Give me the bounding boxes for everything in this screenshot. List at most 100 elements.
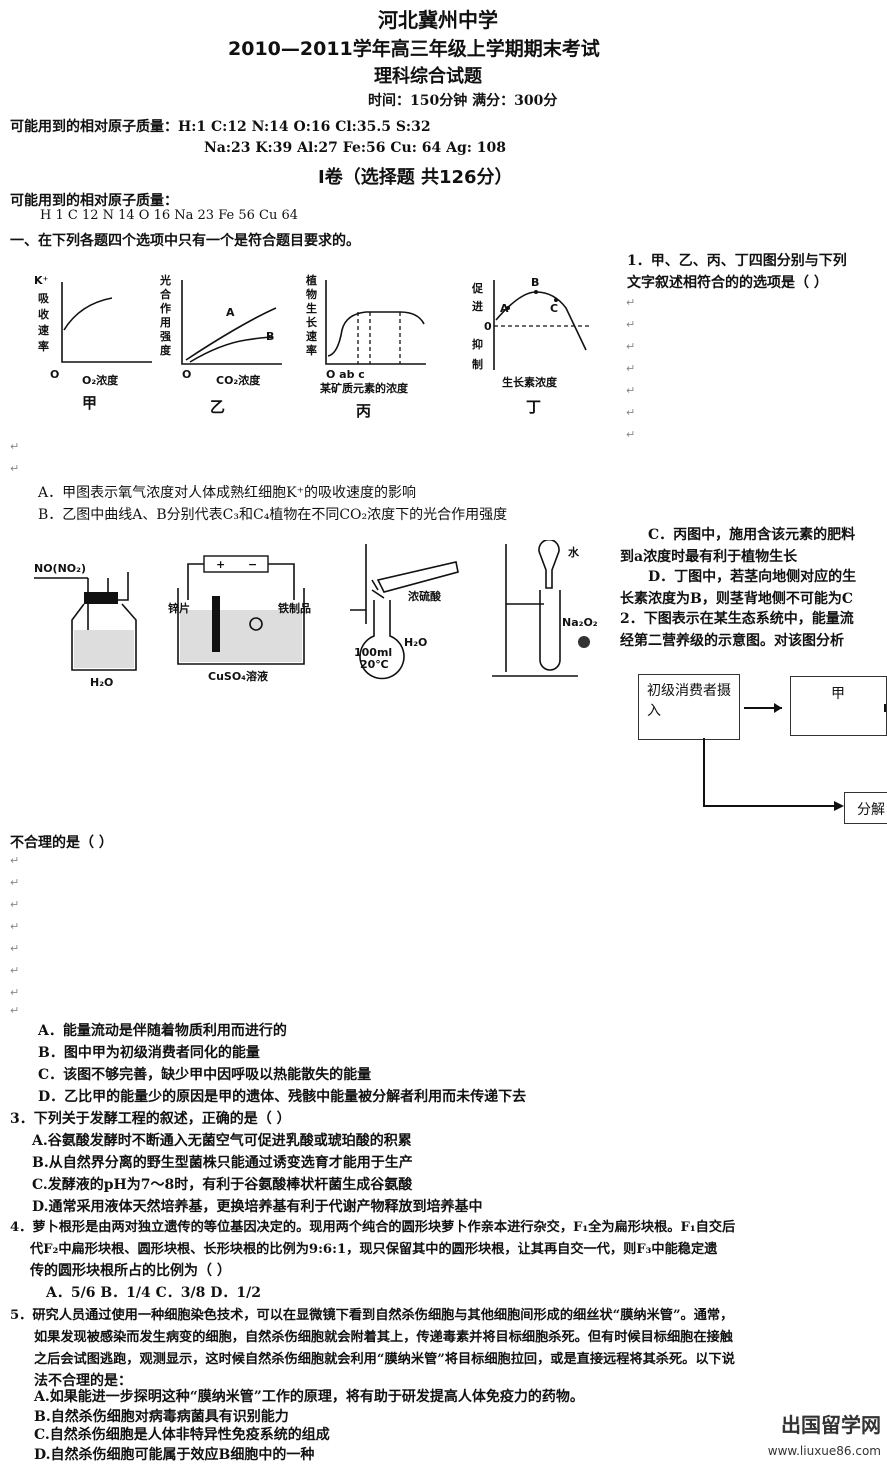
diagram-box-decomposer: 分解 [844, 792, 887, 824]
apparatus-1-stopper [84, 592, 118, 604]
apparatus-4-tube [539, 590, 561, 671]
graph-bing-ticks: O ab c [326, 368, 365, 381]
graph-ding-curve [495, 291, 587, 351]
diagram-arrows [703, 703, 886, 811]
arrow-to-decomposer [703, 738, 836, 807]
graph-ding-ylabel-top-0: 促 [471, 281, 484, 295]
q2-option-c: C．该图不够完善，缺少甲中因呼吸以热能散失的能量 [38, 1067, 372, 1083]
apparatus-1-bottle [71, 603, 137, 671]
return-mark: ↵ [10, 920, 20, 933]
apparatus-electroplating: + − 锌片 铁制品 CuSO₄溶液 [168, 555, 311, 683]
q2-option-d: D．乙比甲的能量少的原因是甲的遗体、残骸中能量被分解者利用而未传递下去 [38, 1089, 527, 1105]
q3-option-d: D.通常采用液体天然培养基，更换培养基有利于代谢产物释放到培养基中 [32, 1199, 483, 1215]
apparatus-2-battery [203, 555, 269, 573]
q2-stem-line1: 2．下图表示在某生态系统中，能量流 [620, 611, 854, 627]
watermark-logo: 出国留学网 [781, 1413, 881, 1437]
q4-stem-line3: 传的圆形块根所占的比例为（ ） [30, 1263, 231, 1279]
graph-ding-ylabel-bottom-0: 抑 [472, 337, 483, 351]
graph-ding-name: 丁 [526, 398, 541, 416]
graph-bing: 植 物 生 长 速 率 O ab c 某矿质元素的浓度 丙 [305, 273, 426, 420]
q5-option-b: B.自然杀伤细胞对病毒病菌具有识别能力 [34, 1409, 289, 1425]
graph-bing-ylabel-3: 长 [306, 315, 318, 329]
apparatus-2-zinc [212, 596, 220, 652]
apparatus-1-water: H₂O [90, 676, 113, 689]
exam-title: 2010—2011学年高三年级上学期期末考试 [228, 38, 600, 60]
diagram-box-intake: 初级消费者摄入 [638, 674, 740, 740]
q4-options: A．5/6 B．1/4 C．3/8 D．1/2 [46, 1285, 261, 1301]
part1-title: 一、在下列各题四个选项中只有一个是符合题目要求的。 [10, 233, 360, 249]
q5-stem-line2: 如果发现被感染而发生病变的细胞，自然杀伤细胞就会附着其上，传递毒素并将目标细胞杀… [34, 1330, 733, 1345]
q3-stem: 3．下列关于发酵工程的叙述，正确的是（ ） [10, 1111, 291, 1127]
q4-stem-line2: 代F₂中扁形块根、圆形块根、长形块根的比例为9:6:1，现只保留其中的圆形块根，… [30, 1242, 718, 1257]
return-mark: ↵ [10, 942, 20, 955]
q1-option-c-line1: C．丙图中，施用含该元素的肥料 [648, 527, 856, 543]
q1-option-a: A．甲图表示氧气浓度对人体成熟红细胞K⁺的吸收速度的影响 [38, 485, 416, 501]
q2-option-a: A．能量流动是伴随着物质利用而进行的 [38, 1023, 287, 1039]
apparatus-3-volumetric [359, 600, 405, 680]
return-mark: ↵ [10, 986, 20, 999]
apparatus-2-solution [180, 610, 302, 662]
graph-yi-xlabel: CO₂浓度 [216, 373, 261, 387]
graph-bing-axes [325, 280, 426, 365]
graph-jia-ylabel-3: 速 [38, 323, 49, 337]
graph-ding: 促 进 0 抑 制 A B C 生长素浓度 丁 [471, 276, 590, 416]
q5-option-c: C.自然杀伤细胞是人体非特异性免疫系统的组成 [34, 1427, 330, 1443]
return-mark: ↵ [10, 440, 20, 453]
graph-bing-xlabel: 某矿质元素的浓度 [319, 381, 409, 395]
q1-stem-line1: 1．甲、乙、丙、丁四图分别与下列 [627, 253, 847, 269]
arrow-head-jia [774, 703, 782, 713]
graph-bing-ylabel-1: 物 [306, 287, 317, 301]
apparatus-3-cylinder [376, 561, 459, 593]
graph-ding-ylabel-bottom-1: 制 [472, 357, 483, 371]
apparatus-3-acid-label: 浓硫酸 [408, 589, 442, 603]
graph-yi-ylabel-5: 度 [160, 343, 172, 357]
graph-bing-ylabel-2: 生 [306, 301, 317, 315]
return-mark: ↵ [10, 964, 20, 977]
apparatus-2-zinc-label: 锌片 [168, 601, 190, 615]
graph-yi: 光 合 作 用 强 度 A B O CO₂浓度 乙 [159, 273, 282, 416]
diagram-box-decomposer-text: 分解 [857, 802, 885, 818]
return-mark: ↵ [626, 406, 636, 419]
graph-ding-label-c: C [550, 302, 558, 315]
graph-jia-xlabel: O₂浓度 [82, 373, 119, 387]
return-mark: ↵ [10, 1004, 20, 1017]
graph-jia-ylabel-2: 收 [38, 307, 49, 321]
apparatus-1-gas-label: NO(NO₂) [34, 562, 86, 575]
apparatus-4-spark [578, 636, 590, 648]
return-mark: ↵ [10, 462, 20, 475]
graph-yi-curve-a [185, 307, 277, 361]
graph-yi-label-b: B [266, 330, 274, 343]
graph-jia-ylabel-4: 率 [38, 339, 49, 353]
apparatus-2-cell [177, 588, 305, 665]
graph-ding-point-b [534, 290, 538, 294]
q3-option-a: A.谷氨酸发酵时不断通入无菌空气可促进乳酸或琥珀酸的积累 [32, 1133, 412, 1149]
school-name: 河北冀州中学 [378, 8, 498, 32]
graph-yi-ylabel-3: 用 [160, 316, 171, 329]
apparatus-3-stand [350, 544, 367, 624]
q5-option-a: A.如果能进一步探明这种“膜纳米管”工作的原理，将有助于研发提高人体免疫力的药物… [34, 1389, 584, 1405]
q4-stem-line1: 4．萝卜根形是由两对独立遗传的等位基因决定的。现用两个纯合的圆形块萝卜作亲本进行… [10, 1220, 736, 1235]
graph-ding-point-c [554, 298, 558, 302]
q1-option-c-line2: 到a浓度时最有利于植物生长 [620, 549, 798, 565]
graph-jia-name: 甲 [82, 394, 97, 412]
return-mark: ↵ [10, 898, 20, 911]
apparatus-gas-bottle: NO(NO₂) H₂O [34, 562, 137, 689]
time-score: 时间：150分钟 满分：300分 [368, 93, 558, 109]
graph-ding-ylabel-top-1: 进 [472, 299, 483, 313]
q2-stem-line3: 不合理的是（ ） [10, 835, 113, 851]
apparatus-4-funnel [538, 540, 560, 589]
graph-bing-ylabel-0: 植 [305, 273, 317, 287]
apparatus-2-solution-label: CuSO₄溶液 [208, 669, 269, 683]
return-mark: ↵ [626, 384, 636, 397]
subject-title: 理科综合试题 [374, 66, 482, 87]
graph-jia-ylabel-0: K⁺ [34, 274, 49, 287]
graph-bing-ylabel-4: 速 [306, 329, 317, 343]
graph-yi-ylabel-0: 光 [159, 273, 171, 287]
graph-jia-curve [63, 297, 113, 331]
graph-bing-ylabel-5: 率 [306, 343, 317, 357]
atomic-mass-line4: H 1 C 12 N 14 O 16 Na 23 Fe 56 Cu 64 [40, 208, 299, 223]
apparatus-funnel: 水 Na₂O₂ [492, 540, 598, 677]
graph-yi-label-a: A [226, 306, 235, 319]
graph-bing-name: 丙 [356, 402, 371, 420]
graph-ding-label-a: A [500, 302, 509, 315]
